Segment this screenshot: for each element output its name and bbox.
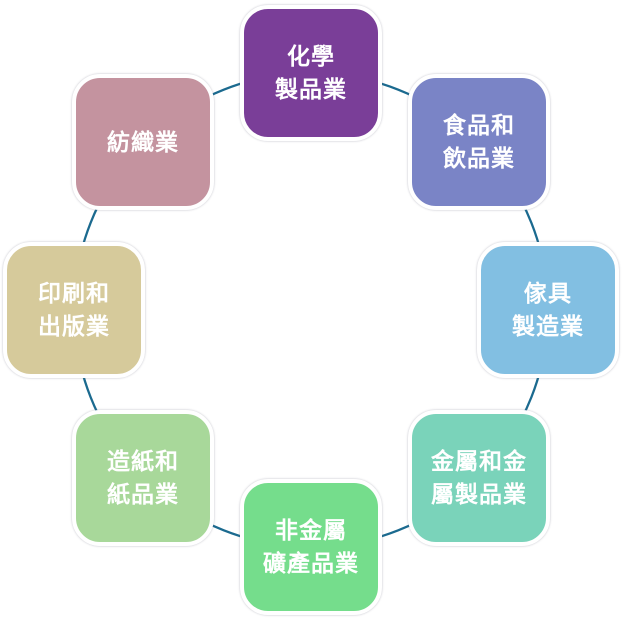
node-label-line: 化學 xyxy=(287,43,335,69)
node-nonmetallic-mineral-products: 非金屬 礦產品業 xyxy=(240,479,382,615)
node-label-line: 出版業 xyxy=(38,313,110,339)
node-chemical-products: 化學 製品業 xyxy=(240,5,382,141)
node-label-line: 紙品業 xyxy=(107,481,179,507)
node-metal-and-metal-products: 金屬和金 屬製品業 xyxy=(408,410,550,546)
node-label-line: 非金屬 xyxy=(275,517,347,543)
node-furniture-manufacturing: 傢具 製造業 xyxy=(477,242,619,378)
node-printing-and-publishing: 印刷和 出版業 xyxy=(3,242,145,378)
node-label-line: 金屬和金 xyxy=(431,448,527,474)
node-label-line: 食品和 xyxy=(443,112,515,138)
node-food-and-beverage: 食品和 飲品業 xyxy=(408,74,550,210)
node-label-line: 屬製品業 xyxy=(431,481,527,507)
node-label-line: 紡織業 xyxy=(107,128,179,155)
node-label-line: 製品業 xyxy=(275,76,347,102)
node-textile-industry: 紡織業 xyxy=(72,74,214,210)
node-paper-and-paper-products: 造紙和 紙品業 xyxy=(72,410,214,546)
node-label-line: 傢具 xyxy=(524,280,572,306)
node-label-line: 飲品業 xyxy=(443,145,515,171)
node-label-line: 製造業 xyxy=(512,313,584,339)
node-label-line: 印刷和 xyxy=(38,280,110,306)
node-label-line: 造紙和 xyxy=(107,448,179,474)
node-label-line: 礦產品業 xyxy=(263,550,359,576)
